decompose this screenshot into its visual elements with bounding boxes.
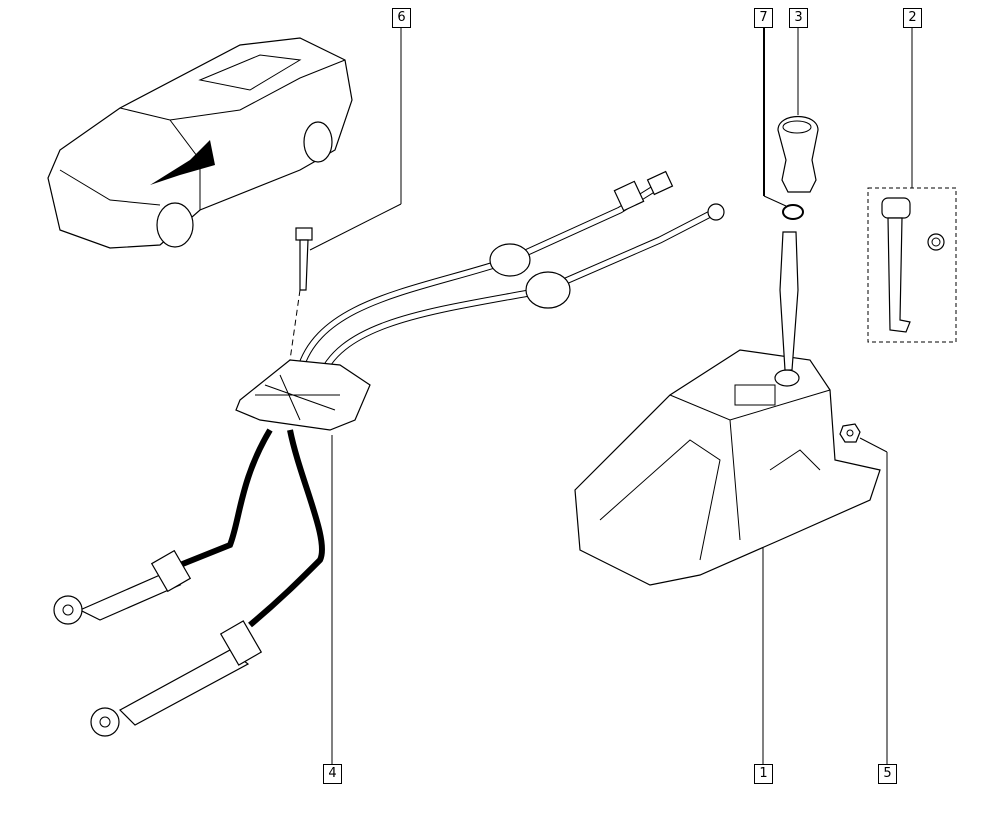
bolt — [295, 227, 313, 291]
callout-4-gear-cable: 4 — [323, 764, 342, 784]
repair-kit — [867, 187, 957, 343]
nut — [839, 423, 861, 443]
callout-2-repair-kit: 2 — [903, 8, 922, 28]
o-ring — [782, 204, 804, 220]
callout-3-gear-knob: 3 — [789, 8, 808, 28]
callout-5-nut: 5 — [878, 764, 897, 784]
leader-lines — [289, 28, 913, 764]
gear-cable-assembly — [53, 170, 725, 737]
callout-1-housing: 1 — [754, 764, 773, 784]
callout-6-bolt: 6 — [392, 8, 411, 28]
vehicle-thumbnail — [47, 37, 353, 249]
gear-knob — [777, 116, 819, 193]
gear-lever-rod — [779, 231, 799, 371]
callout-7-o-ring: 7 — [754, 8, 773, 28]
gear-lever-housing — [574, 349, 881, 586]
